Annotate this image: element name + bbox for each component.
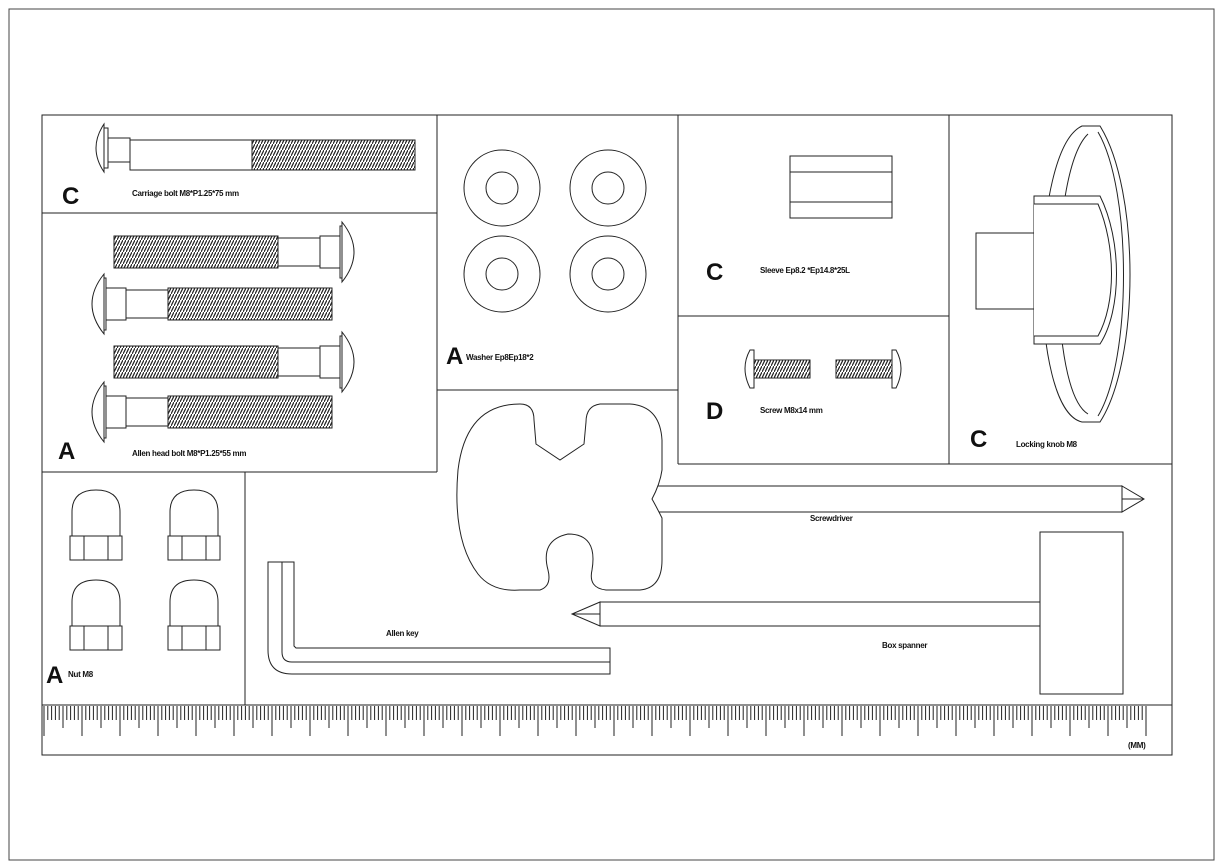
sleeve-drawing: [789, 155, 893, 219]
washer-label: Washer Ep8Ep18*2: [466, 353, 534, 362]
sleeve-label: Sleeve Ep8.2 *Ep14.8*25L: [760, 266, 850, 275]
washer-letter: A: [446, 343, 464, 370]
allen-head-bolt-label: Allen head bolt M8*P1.25*55 mm: [132, 449, 247, 458]
carriage-bolt-letter: C: [62, 183, 80, 210]
box-spanner-label: Box spanner: [882, 641, 928, 650]
locking-knob-letter: C: [970, 426, 988, 453]
page-border: [8, 8, 1215, 861]
allen-key-drawing: [267, 561, 611, 675]
nut-label: Nut M8: [68, 670, 93, 679]
carriage-bolt-drawing: [95, 122, 416, 174]
screwdriver-label: Screwdriver: [810, 514, 853, 523]
locking-knob-drawing: [975, 125, 1131, 423]
screw-drawings: [744, 349, 902, 389]
screwdriver-drawing: [456, 403, 1145, 591]
panel-grid: [41, 114, 1173, 756]
allen-head-bolt-letter: A: [58, 438, 76, 465]
nut-letter: A: [46, 662, 64, 689]
screw-letter: D: [706, 398, 724, 425]
carriage-bolt-label: Carriage bolt M8*P1.25*75 mm: [132, 189, 239, 198]
locking-knob-label: Locking knob M8: [1016, 440, 1077, 449]
nut-drawings: [69, 489, 221, 651]
ruler-unit-label: (MM): [1128, 741, 1146, 750]
box-spanner-drawing: [570, 531, 1124, 695]
washer-drawings: [463, 149, 647, 313]
allen-key-label: Allen key: [386, 629, 419, 638]
screw-label: Screw M8x14 mm: [760, 406, 823, 415]
allen-head-bolt-drawings: [91, 220, 355, 444]
sleeve-letter: C: [706, 259, 724, 286]
mm-ruler: [43, 706, 1147, 736]
